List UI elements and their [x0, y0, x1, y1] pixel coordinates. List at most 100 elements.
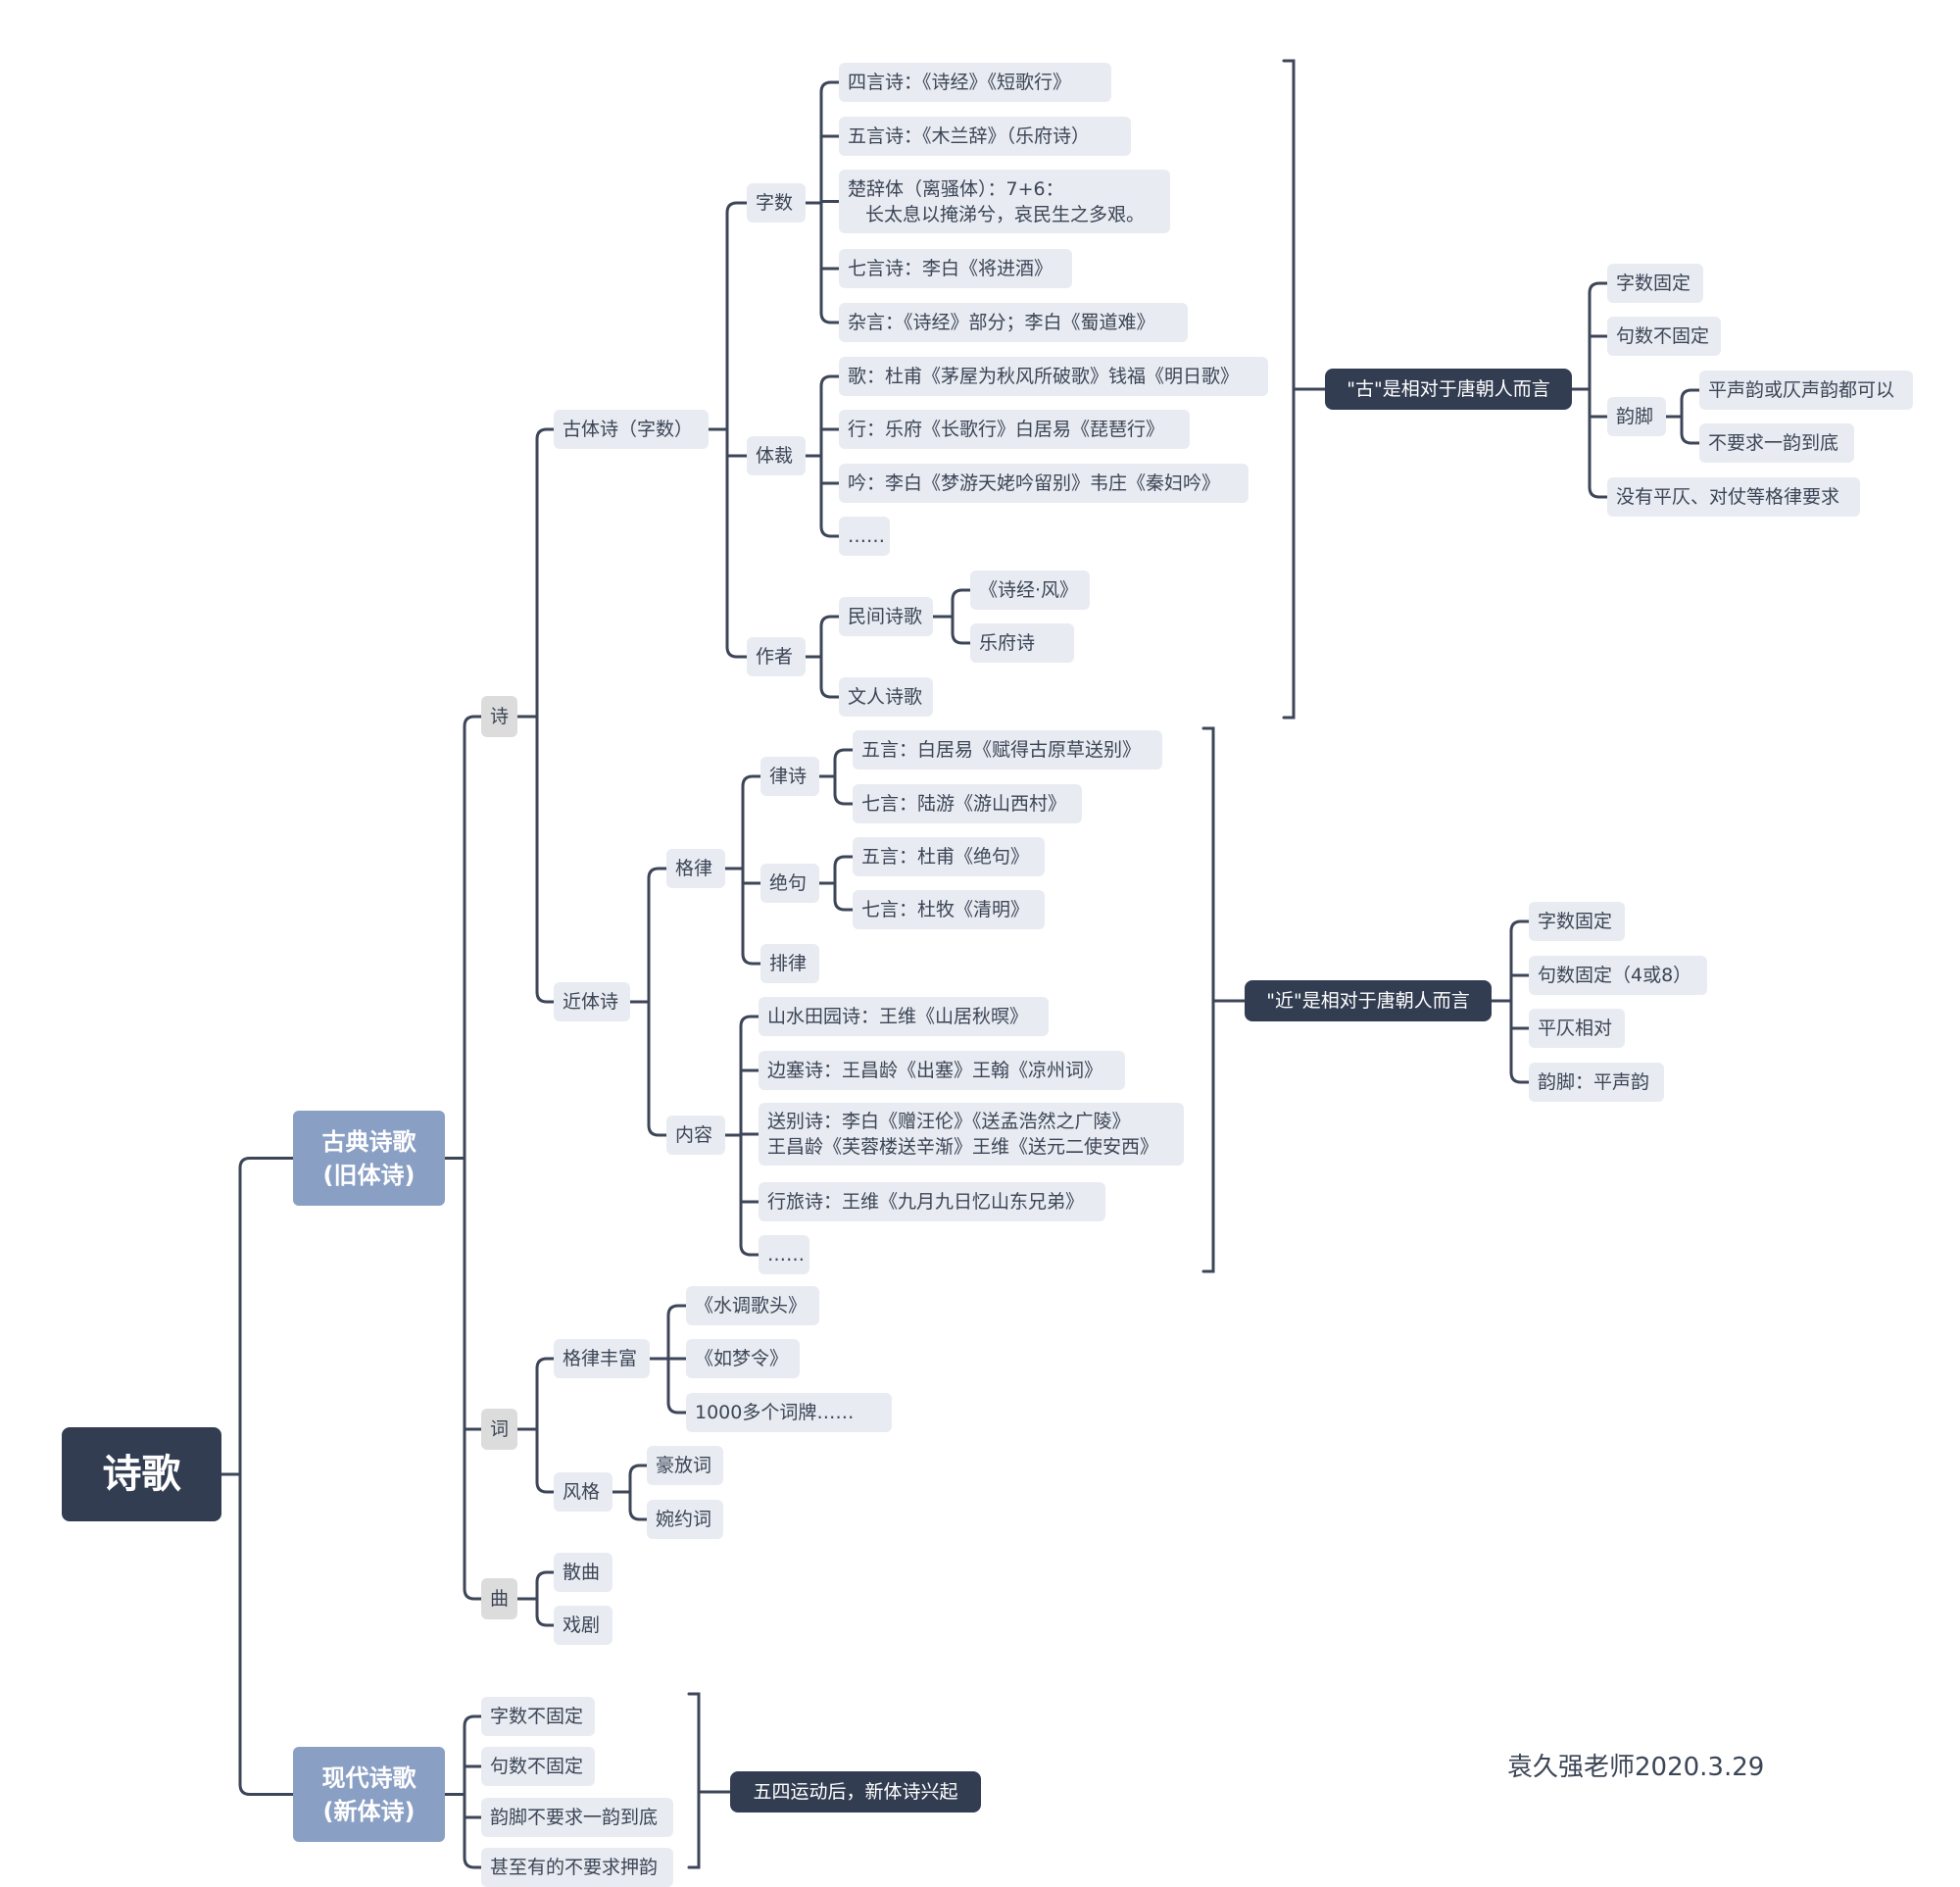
- modern-item-4[interactable]: 甚至有的不要求押韵: [481, 1848, 673, 1887]
- jin-note-item-4[interactable]: 韵脚：平声韵: [1529, 1063, 1664, 1102]
- connector-branch: [739, 1243, 760, 1257]
- ticai-node[interactable]: 体裁: [747, 436, 806, 475]
- neirong-item-5[interactable]: ……: [759, 1235, 809, 1274]
- zuozhe-node[interactable]: 作者: [747, 637, 806, 676]
- connector-branch: [1680, 431, 1701, 445]
- connector-branch: [463, 1714, 483, 1728]
- connector-branch: [833, 855, 855, 869]
- zishu-item-3-line-2: 长太息以掩涕兮，哀民生之多艰。: [865, 203, 1146, 225]
- connector-branch: [833, 748, 855, 762]
- author-signature: 袁久强老师2020.3.29: [1507, 1753, 1765, 1782]
- neirong-node[interactable]: 内容: [666, 1116, 725, 1155]
- zishu-item-4[interactable]: 七言诗：李白《将进酒》: [839, 249, 1072, 288]
- ticai-item-3[interactable]: 吟：李白《梦游天姥吟留别》韦庄《秦妇吟》: [839, 464, 1249, 503]
- connector-branch: [1588, 281, 1609, 295]
- qu-item-1[interactable]: 散曲: [554, 1553, 612, 1592]
- qu-item-2[interactable]: 戏剧: [554, 1606, 612, 1645]
- connector-branch: [819, 524, 841, 538]
- zishu-node[interactable]: 字数: [747, 183, 806, 223]
- connector-branch: [628, 1508, 649, 1521]
- neirong-item-3-line-2: 王昌龄《芙蓉楼送辛渐》王维《送元二使安西》: [767, 1136, 1159, 1158]
- gu-note-item-2[interactable]: 句数不固定: [1607, 317, 1721, 356]
- yunjiao-node[interactable]: 韵脚: [1607, 397, 1666, 436]
- connector-branch: [951, 588, 972, 602]
- yunjiao-item-1[interactable]: 平声韵或仄声韵都可以: [1699, 371, 1913, 410]
- connector-branch: [741, 774, 762, 788]
- connector-branch: [1509, 919, 1531, 933]
- shi-node[interactable]: 诗: [481, 696, 517, 737]
- lvshi-node[interactable]: 律诗: [760, 757, 819, 796]
- classical-label-line-1: 古典诗歌: [321, 1127, 416, 1156]
- connector-branch: [951, 631, 972, 645]
- connector-branch: [628, 1464, 649, 1477]
- jin-note-item-1[interactable]: 字数固定: [1529, 902, 1625, 941]
- fengge-item-1[interactable]: 豪放词: [647, 1446, 723, 1485]
- connector-branch: [535, 1614, 556, 1627]
- summary-bracket: [1201, 726, 1215, 1273]
- connector-branch: [741, 952, 762, 966]
- wenren-node[interactable]: 文人诗歌: [839, 677, 933, 717]
- jin-note-item-3[interactable]: 平仄相对: [1529, 1009, 1625, 1048]
- connector-branch: [819, 311, 841, 324]
- classical-label-line-2: (旧体诗): [322, 1161, 416, 1189]
- zishu-item-3[interactable]: 楚辞体（离骚体）：7+6： 长太息以掩涕兮，哀民生之多艰。: [839, 170, 1170, 233]
- modern-item-3[interactable]: 韵脚不要求一韵到底: [481, 1798, 673, 1837]
- fengge-node[interactable]: 风格: [554, 1472, 612, 1512]
- minjian-item-2[interactable]: 乐府诗: [970, 623, 1074, 663]
- gu-note-item-1[interactable]: 字数固定: [1607, 264, 1703, 303]
- minjian-item-1[interactable]: 《诗经·风》: [970, 571, 1090, 610]
- gelvfengfu-item-1[interactable]: 《水调歌头》: [686, 1286, 819, 1325]
- ticai-item-1[interactable]: 歌：杜甫《茅屋为秋风所破歌》钱福《明日歌》: [839, 357, 1268, 396]
- ticai-item-2[interactable]: 行：乐府《长歌行》白居易《琵琶行》: [839, 410, 1190, 449]
- lvshi-item-2[interactable]: 七言：陆游《游山西村》: [853, 784, 1082, 823]
- zishu-item-1[interactable]: 四言诗：《诗经》《短歌行》: [839, 63, 1111, 102]
- gelvfengfu-item-2[interactable]: 《如梦令》: [686, 1339, 800, 1378]
- minjian-node[interactable]: 民间诗歌: [839, 597, 933, 636]
- ticai-item-4[interactable]: ……: [839, 517, 890, 556]
- jin-note[interactable]: "近"是相对于唐朝人而言: [1245, 980, 1492, 1021]
- modern-label-line-1: 现代诗歌: [321, 1763, 416, 1792]
- connector-branch: [1588, 485, 1609, 499]
- modern-item-2[interactable]: 句数不固定: [481, 1747, 595, 1786]
- neirong-item-3[interactable]: 送别诗：李白《赠汪伦》《送孟浩然之广陵》 王昌龄《芙蓉楼送辛渐》王维《送元二使安…: [759, 1103, 1184, 1166]
- jueju-item-2[interactable]: 七言：杜牧《清明》: [853, 890, 1045, 929]
- lvshi-item-1[interactable]: 五言：白居易《赋得古原草送别》: [853, 730, 1162, 770]
- gelvfengfu-node[interactable]: 格律丰富: [554, 1339, 650, 1378]
- zishu-item-5[interactable]: 杂言：《诗经》部分；李白《蜀道难》: [839, 303, 1188, 342]
- root-topic[interactable]: 诗歌: [62, 1427, 221, 1521]
- gutishi-node[interactable]: 古体诗（字数）: [554, 410, 709, 449]
- gu-note[interactable]: "古"是相对于唐朝人而言: [1325, 369, 1572, 410]
- neirong-item-2[interactable]: 边塞诗：王昌龄《出塞》王翰《凉州词》: [759, 1051, 1125, 1090]
- connector-branch: [833, 792, 855, 806]
- gu-note-item-last[interactable]: 没有平仄、对仗等格律要求: [1607, 477, 1860, 517]
- modern-item-1[interactable]: 字数不固定: [481, 1697, 595, 1736]
- jueju-node[interactable]: 绝句: [760, 864, 819, 903]
- jintishi-node[interactable]: 近体诗: [554, 982, 630, 1021]
- fengge-item-2[interactable]: 婉约词: [647, 1500, 723, 1539]
- gelvfengfu-item-3[interactable]: 1000多个词牌……: [686, 1393, 892, 1432]
- connector-branch: [463, 1587, 483, 1601]
- connector-branch: [819, 615, 841, 628]
- neirong-item-1[interactable]: 山水田园诗：王维《山居秋暝》: [759, 997, 1049, 1036]
- neirong-item-3-line-1: 送别诗：李白《赠汪伦》《送孟浩然之广陵》: [767, 1111, 1131, 1132]
- connector-branch: [647, 867, 668, 880]
- neirong-item-4[interactable]: 行旅诗：王维《九月九日忆山东兄弟》: [759, 1182, 1105, 1221]
- jueju-item-1[interactable]: 五言：杜甫《绝句》: [853, 837, 1045, 876]
- jin-note-item-2[interactable]: 句数固定（4或8）: [1529, 956, 1707, 995]
- connector-branch: [647, 1123, 668, 1137]
- pailv-node[interactable]: 排律: [760, 944, 819, 983]
- connector-branch: [1680, 388, 1701, 402]
- zishu-item-2[interactable]: 五言诗：《木兰辞》（乐府诗）: [839, 117, 1131, 156]
- qu-node[interactable]: 曲: [481, 1578, 517, 1619]
- modern-poetry-node[interactable]: 现代诗歌 (新体诗): [293, 1747, 445, 1842]
- modern-note[interactable]: 五四运动后，新体诗兴起: [730, 1771, 981, 1813]
- connector-branch: [819, 685, 841, 699]
- classical-poetry-node[interactable]: 古典诗歌 (旧体诗): [293, 1111, 445, 1206]
- ci-node[interactable]: 词: [481, 1409, 517, 1450]
- yunjiao-item-2[interactable]: 不要求一韵到底: [1699, 423, 1854, 463]
- summary-bracket: [687, 1692, 701, 1869]
- connector-branch: [725, 201, 749, 215]
- connector-branch: [666, 1304, 688, 1317]
- gelv-node[interactable]: 格律: [666, 849, 725, 888]
